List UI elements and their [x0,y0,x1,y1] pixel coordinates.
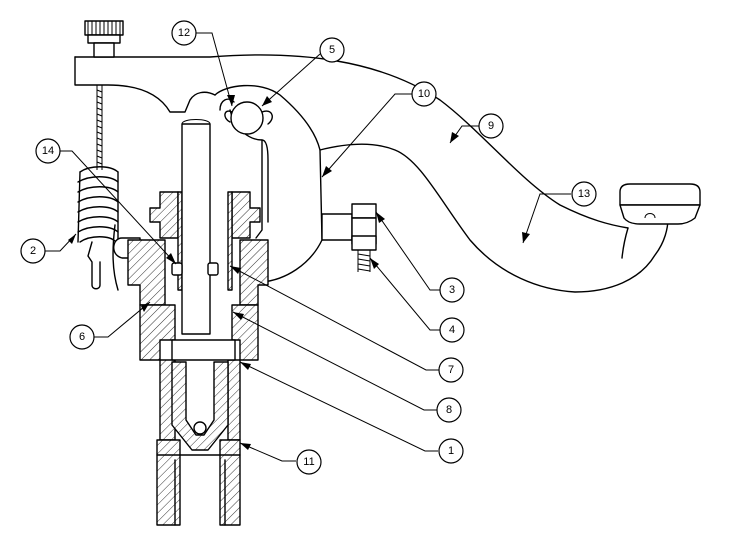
callout-4: 4 [439,317,465,343]
adjusting-screw [84,20,124,170]
callout-1: 1 [438,438,464,464]
callout-3: 3 [439,277,465,303]
callout-11: 11 [296,449,322,475]
lever-arm [74,54,669,293]
callout-14-label: 14 [42,145,54,157]
callout-12: 12 [171,20,197,46]
callout-14: 14 [35,138,61,164]
leader-lines [45,32,571,462]
callout-10-label: 10 [418,88,430,100]
callout-3-label: 3 [449,284,455,296]
callout-11-label: 11 [303,456,314,468]
spring [77,166,119,290]
callout-12-label: 12 [178,27,190,39]
adjusting-bolt [321,203,377,272]
callout-9: 9 [478,113,504,139]
callout-13-label: 13 [578,188,590,200]
callout-9-label: 9 [488,120,494,132]
pivot-pin [224,101,273,135]
callout-4-label: 4 [449,324,455,336]
callout-1-label: 1 [448,445,454,457]
callout-6: 6 [69,324,95,350]
callout-7: 7 [438,357,464,383]
handle-knob [619,183,701,225]
callout-5-label: 5 [329,44,335,56]
callout-6-label: 6 [79,331,85,343]
valve-stem [181,119,211,335]
callout-10: 10 [411,81,437,107]
callout-8: 8 [436,397,462,423]
callout-2-label: 2 [30,245,36,257]
valve-body-section [127,191,269,526]
callout-8-label: 8 [446,404,452,416]
callout-13: 13 [571,181,597,207]
callout-2: 2 [20,238,46,264]
callout-7-label: 7 [448,364,454,376]
callout-5: 5 [319,37,345,63]
o-rings [171,262,219,276]
